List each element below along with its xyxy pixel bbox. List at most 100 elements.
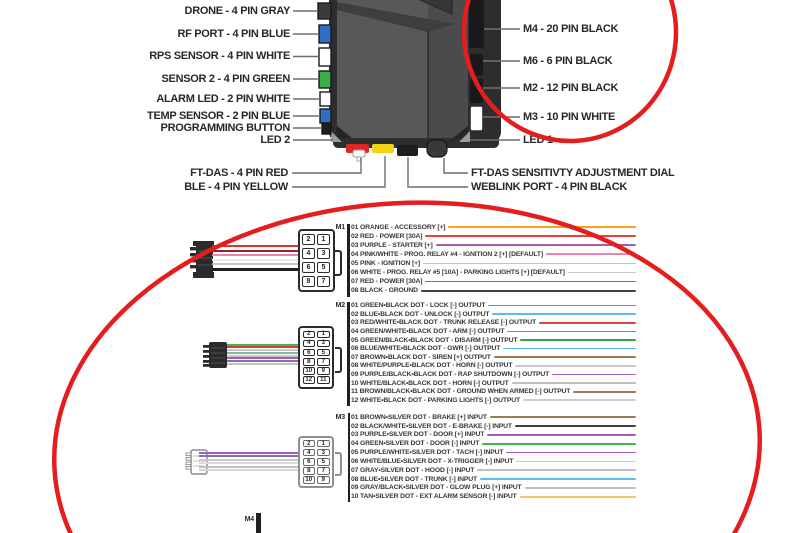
label-m2-connector: M2 - 12 PIN BLACK bbox=[523, 81, 619, 94]
m3-wire-bundle bbox=[199, 451, 299, 471]
m1-wire-list: 01 ORANGE - ACCESSORY [+] 02 RED - POWER… bbox=[351, 223, 636, 296]
rps-sensor-port[interactable] bbox=[318, 47, 332, 67]
wire-row: 10 WHITE/BLACK•BLACK DOT - HORN [-] OUTP… bbox=[351, 379, 636, 388]
pin-cell: 11 bbox=[317, 376, 330, 385]
wire-label: 08 BLACK - GROUND bbox=[351, 287, 418, 295]
wire-label: 07 BROWN•BLACK DOT - SIREN [+] OUTPUT bbox=[351, 353, 491, 361]
wire-line bbox=[506, 451, 636, 454]
wire-line bbox=[425, 235, 636, 237]
rf-port[interactable] bbox=[318, 24, 332, 44]
drone-port[interactable] bbox=[317, 2, 332, 20]
bundle-wire bbox=[227, 357, 300, 360]
pin-cell: 5 bbox=[317, 348, 330, 357]
bundle-wire bbox=[199, 465, 299, 468]
m2-wire-bundle bbox=[227, 343, 300, 366]
label-programming-button: PROGRAMMING BUTTON bbox=[160, 121, 291, 134]
m2-harness-label: M2 bbox=[335, 301, 346, 309]
wire-row: 04 GREEN/WHITE•BLACK DOT - ARM [-] OUTPU… bbox=[351, 327, 636, 336]
bundle-wire bbox=[227, 343, 300, 346]
m3-harness-label: M3 bbox=[335, 413, 346, 421]
wire-line bbox=[546, 253, 636, 256]
label-ftdas-dial: FT-DAS SENSITIVTY ADJUSTMENT DIAL bbox=[471, 166, 675, 179]
pin-cell: 2 bbox=[302, 440, 315, 448]
ftdas-jack-pin-icon bbox=[356, 156, 361, 162]
label-alarm-led: ALARM LED - 2 PIN WHITE bbox=[156, 92, 290, 105]
bundle-wire bbox=[227, 363, 300, 366]
wire-line bbox=[523, 399, 636, 402]
wire-line bbox=[482, 442, 636, 445]
bundle-wire bbox=[212, 263, 300, 266]
wire-label: 01 GREEN•BLACK DOT - LOCK [-] OUTPUT bbox=[351, 302, 486, 310]
wire-label: 07 GRAY•SILVER DOT - HOOD [-] INPUT bbox=[351, 466, 475, 474]
m1-bracket-bar bbox=[346, 224, 350, 297]
pin-cell: 2 bbox=[302, 330, 315, 339]
wire-row: 08 BLACK - GROUND bbox=[351, 286, 636, 295]
label-led1: LED 1 bbox=[523, 133, 553, 146]
wire-row: 07 RED - POWER [30A] bbox=[351, 277, 636, 286]
wire-line bbox=[524, 487, 636, 489]
wire-label: 04 PINK/WHITE - PROG. RELAY #4 - IGNITIO… bbox=[351, 250, 544, 258]
sensor2-port[interactable] bbox=[318, 70, 332, 89]
corner-gusset-left bbox=[337, 126, 352, 138]
ftdas-sensitivity-dial[interactable] bbox=[426, 139, 448, 158]
temp-sensor-port[interactable] bbox=[319, 108, 332, 124]
wire-label: 02 RED - POWER [30A] bbox=[351, 232, 423, 240]
wire-row: 03 PURPLE - STARTER [+] bbox=[351, 241, 636, 250]
pin-cell: 7 bbox=[317, 275, 330, 288]
label-temp-sensor: TEMP SENSOR - 2 PIN BLUE bbox=[147, 109, 290, 122]
pin-cell: 7 bbox=[317, 358, 330, 366]
pin-cell: 5 bbox=[317, 261, 330, 274]
pin-cell: 10 bbox=[302, 367, 315, 375]
bundle-wire bbox=[212, 258, 300, 261]
m3-wire-list: 01 BROWN•SILVER DOT - BRAKE [+] INPUT 02… bbox=[351, 413, 636, 501]
weblink-port[interactable] bbox=[397, 145, 418, 156]
m3-connector[interactable] bbox=[469, 105, 484, 132]
wire-row: 10 TAN•SILVER DOT - EXT ALARM SENSOR [-]… bbox=[351, 492, 636, 501]
wire-label: 06 WHITE/BLUE•SILVER DOT - X-TRIGGER [-]… bbox=[351, 457, 514, 465]
pin-cell: 6 bbox=[302, 458, 315, 466]
wire-line bbox=[493, 356, 636, 359]
wire-label: 07 RED - POWER [30A] bbox=[351, 278, 423, 286]
pin-cell: 12 bbox=[302, 376, 315, 385]
label-rps-sensor: RPS SENSOR - 4 PIN WHITE bbox=[149, 50, 290, 62]
wire-label: 01 ORANGE - ACCESSORY [+] bbox=[351, 223, 446, 231]
m4-connector[interactable] bbox=[469, 0, 484, 48]
wire-label: 09 PURPLE/BLACK•BLACK DOT - RAP SHUTDOWN… bbox=[351, 370, 550, 378]
wire-label: 04 GREEN/WHITE•BLACK DOT - ARM [-] OUTPU… bbox=[351, 327, 505, 335]
wire-line bbox=[516, 460, 636, 463]
programming-button[interactable] bbox=[321, 122, 332, 135]
bundle-wire bbox=[212, 267, 300, 272]
ble-port[interactable] bbox=[372, 144, 394, 153]
alarm-led-port[interactable] bbox=[319, 91, 332, 107]
bundle-wire bbox=[227, 354, 300, 357]
m2-grid-tab bbox=[334, 347, 342, 373]
label-sensor2: SENSOR 2 - 4 PIN GREEN bbox=[161, 72, 291, 85]
control-module bbox=[317, 0, 501, 162]
pin-cell: 9 bbox=[317, 476, 330, 484]
bundle-wire bbox=[212, 244, 300, 247]
wire-row: 03 PURPLE•SILVER DOT - DOOR [+] INPUT bbox=[351, 430, 636, 439]
m2-connector[interactable] bbox=[470, 79, 483, 103]
m1-grid-tab bbox=[335, 250, 342, 276]
wire-line bbox=[573, 390, 636, 393]
corner-wedge-left bbox=[331, 131, 342, 142]
m4-bracket-bar bbox=[256, 513, 261, 533]
wire-label: 03 RED/WHITE•BLACK DOT - TRUNK RELEASE [… bbox=[351, 319, 536, 327]
wire-label: 05 GREEN/BLACK•BLACK DOT - DISARM [-] OU… bbox=[351, 336, 518, 344]
m6-connector[interactable] bbox=[470, 54, 483, 76]
label-weblink-port: WEBLINK PORT - 4 PIN BLACK bbox=[471, 180, 627, 193]
wire-line bbox=[503, 347, 636, 350]
wire-line bbox=[488, 304, 636, 307]
wire-label: 02 BLACK/WHITE•SILVER DOT - E-BRAKE [-] … bbox=[351, 422, 512, 430]
pin-cell: 5 bbox=[317, 458, 330, 466]
bundle-wire bbox=[212, 254, 300, 257]
m2-wire-list: 01 GREEN•BLACK DOT - LOCK [-] OUTPUT 02 … bbox=[351, 301, 636, 404]
label-rf-port: RF PORT - 4 PIN BLUE bbox=[177, 27, 290, 40]
wire-row: 11 BROWN/BLACK•BLACK DOT - GROUND WHEN A… bbox=[351, 387, 636, 396]
wire-label: 01 BROWN•SILVER DOT - BRAKE [+] INPUT bbox=[351, 413, 487, 421]
wire-row: 06 BLUE/WHITE•BLACK DOT - GWR [-] OUTPUT bbox=[351, 344, 636, 353]
wire-row: 01 BROWN•SILVER DOT - BRAKE [+] INPUT bbox=[351, 413, 636, 422]
